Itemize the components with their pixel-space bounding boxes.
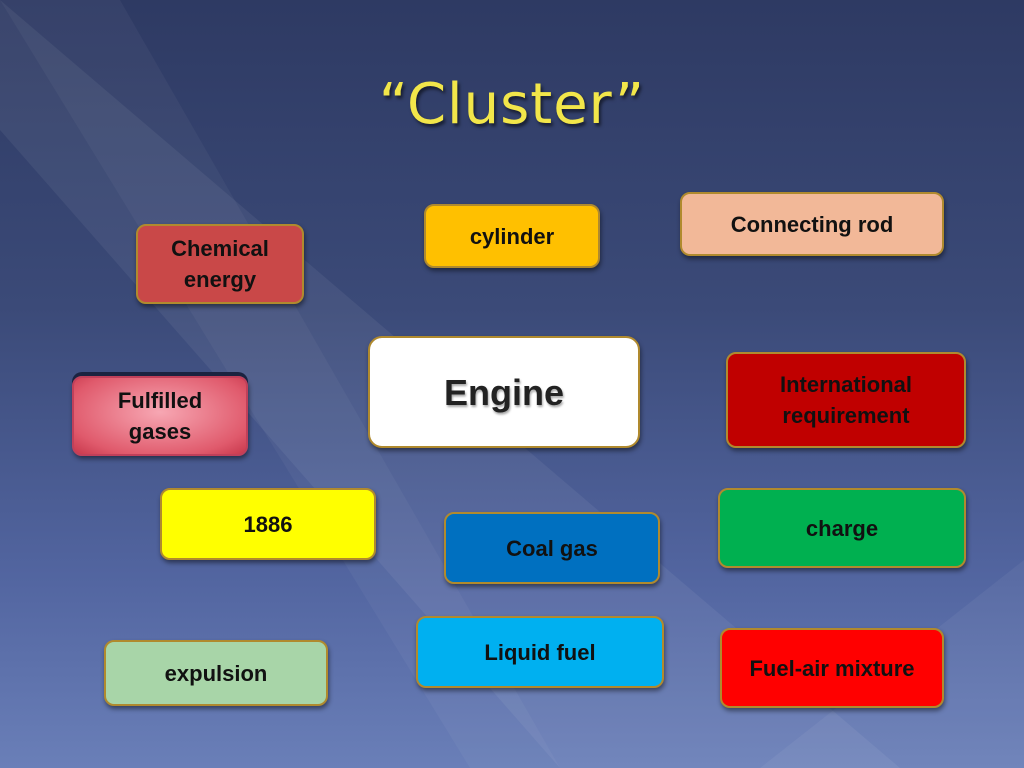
concept-label: Chemical energy — [171, 236, 269, 292]
concept-label: Coal gas — [506, 535, 598, 561]
slide-title: “Cluster” — [378, 72, 646, 137]
concept-1886: 1886 — [160, 488, 376, 560]
concept-label: Connecting rod — [730, 211, 894, 237]
concept-label: charge — [805, 515, 879, 541]
concept-engine-label: Engine — [443, 371, 564, 413]
concept-label: Liquid fuel — [484, 639, 596, 665]
concept-coal-gas: Coal gas — [444, 512, 660, 584]
concept-label: expulsion — [164, 660, 268, 686]
concept-expulsion: expulsion — [104, 640, 328, 706]
concept-cylinder: cylinder — [424, 204, 600, 268]
concept-fulfilled-gases: Fulfilled gases — [72, 376, 248, 456]
concept-connecting-rod: Connecting rod — [680, 192, 944, 256]
concept-international-requirement: International requirement — [726, 352, 966, 448]
concept-label: cylinder — [469, 223, 555, 249]
concept-engine: Engine — [368, 336, 640, 448]
concept-liquid-fuel: Liquid fuel — [416, 616, 664, 688]
concept-label: International requirement — [779, 372, 912, 428]
concept-label: 1886 — [243, 511, 293, 537]
concept-chemical-energy: Chemical energy — [136, 224, 304, 304]
concept-label: Fuel-air mixture — [749, 655, 915, 681]
concept-label: Fulfilled gases — [117, 388, 203, 444]
concept-charge: charge — [718, 488, 966, 568]
concept-fuel-air-mixture: Fuel-air mixture — [720, 628, 944, 708]
